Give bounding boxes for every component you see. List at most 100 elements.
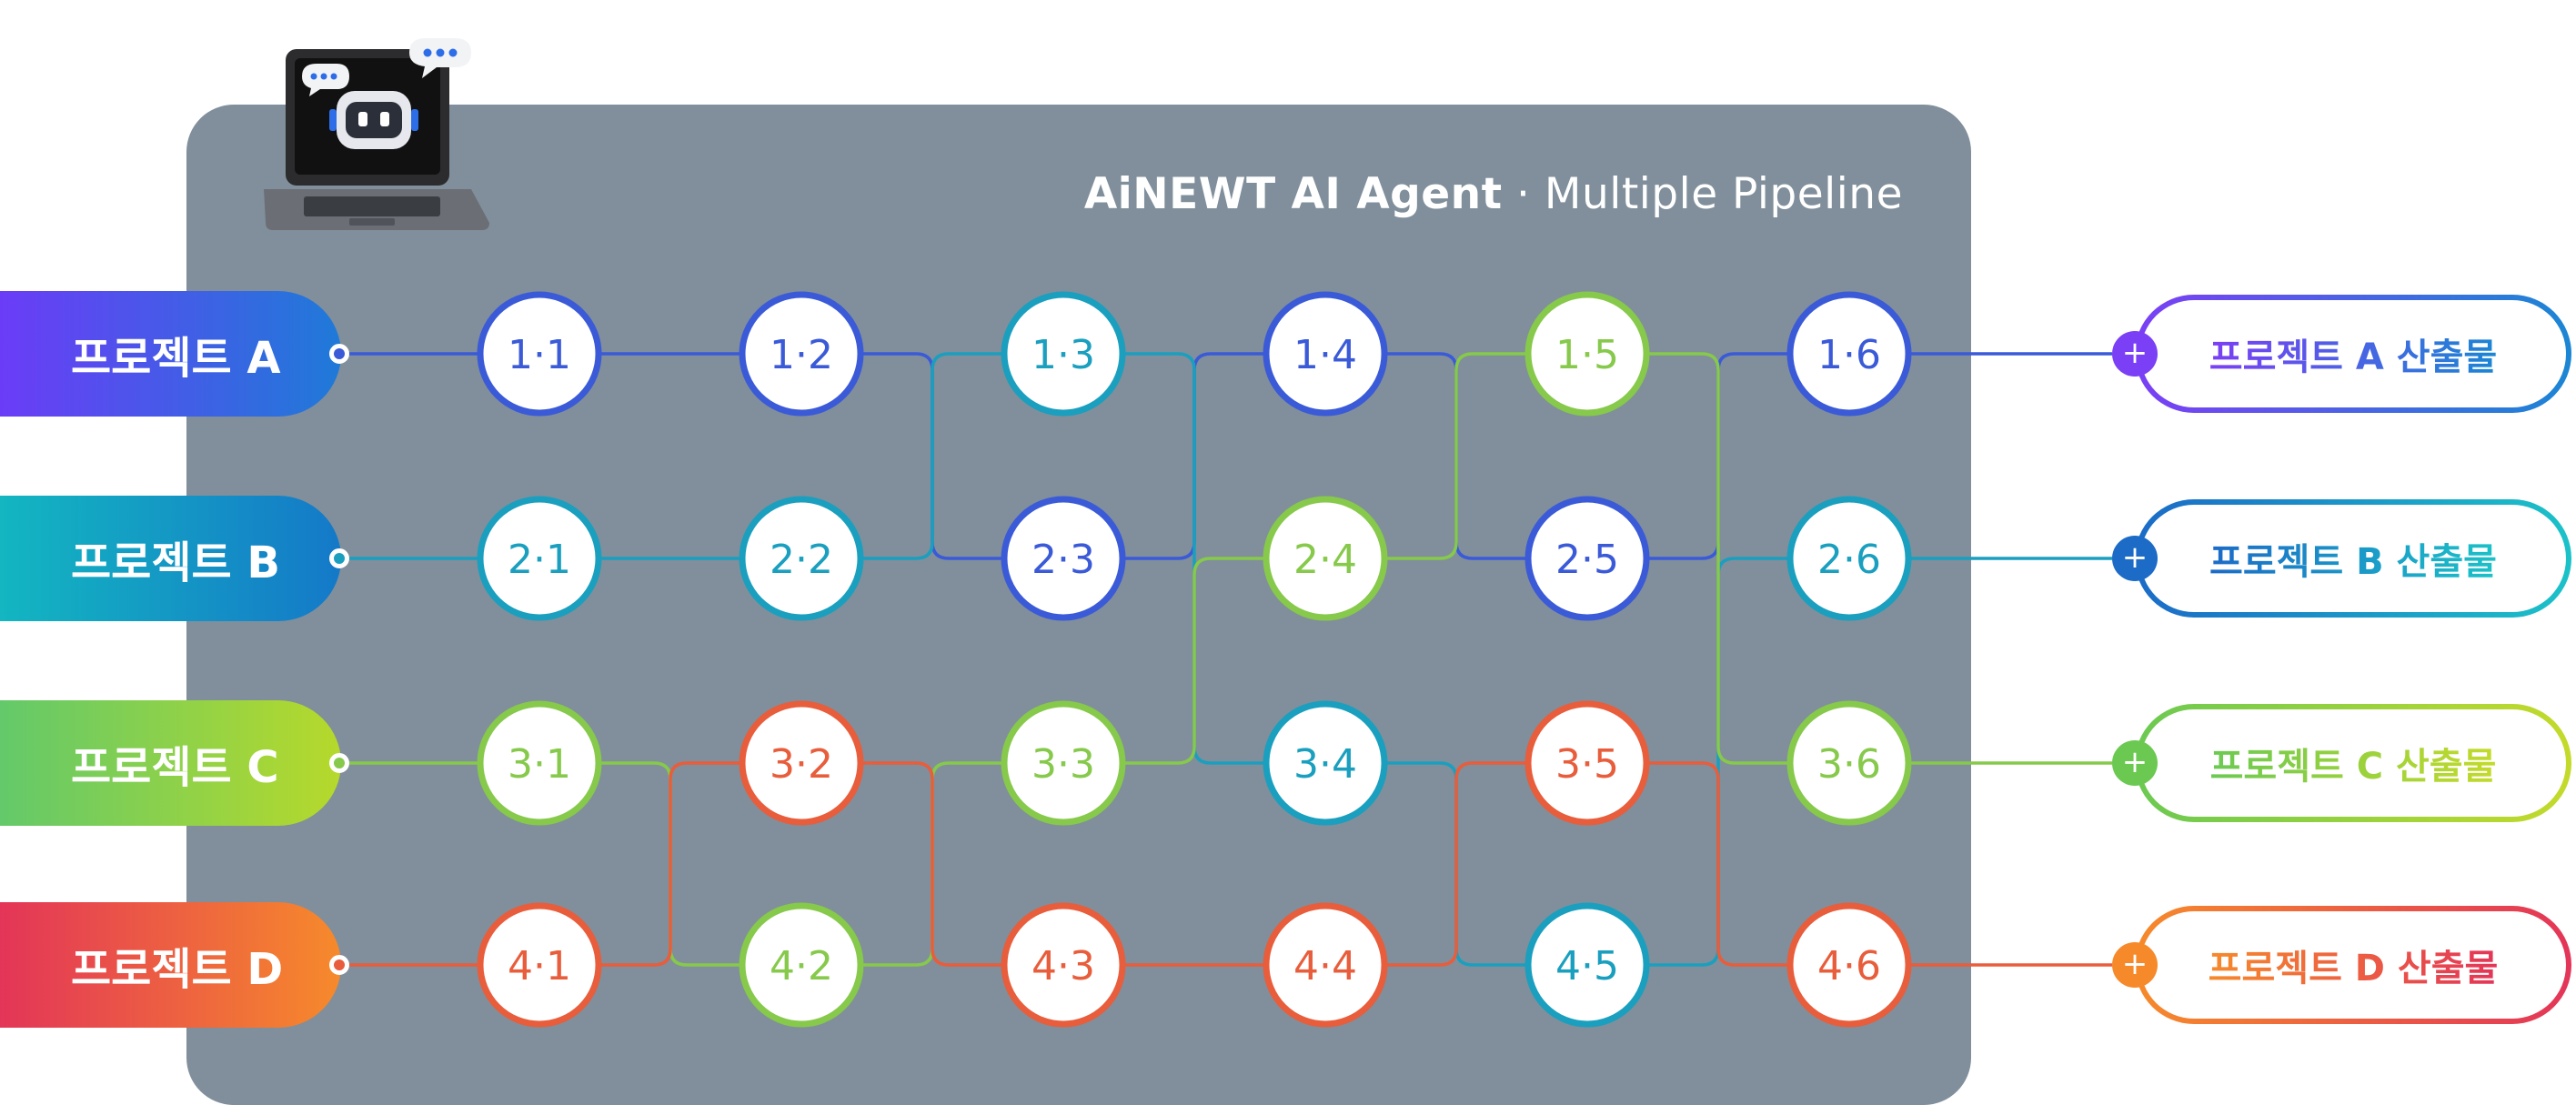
node-circle — [1001, 496, 1126, 621]
plus-icon: + — [2112, 942, 2158, 988]
title-separator: · — [1516, 169, 1531, 219]
node-label: 2·3 — [1031, 537, 1095, 583]
node-circle — [1001, 902, 1126, 1028]
output-pill-a: 프로젝트 A 산출물 — [2135, 295, 2571, 413]
node-label: 3·6 — [1817, 741, 1881, 788]
node-circle — [739, 291, 864, 417]
node-circle — [1263, 496, 1388, 621]
pipeline-line-2 — [339, 352, 2112, 967]
node-1-4: 1·4 — [1263, 291, 1388, 417]
node-3-2: 3·2 — [739, 700, 864, 826]
node-4-6: 4·6 — [1786, 902, 1912, 1028]
node-label: 3·1 — [508, 741, 571, 788]
node-1-3: 1·3 — [1001, 291, 1126, 417]
node-label: 4·4 — [1293, 943, 1357, 989]
node-label: 2·2 — [770, 537, 833, 583]
node-label: 1·6 — [1817, 332, 1881, 378]
node-label: 3·4 — [1293, 741, 1357, 788]
node-4-1: 4·1 — [477, 902, 602, 1028]
node-circle — [477, 902, 602, 1028]
project-label: 프로젝트 A — [71, 333, 281, 384]
node-label: 4·5 — [1555, 943, 1619, 989]
node-circle — [1524, 902, 1650, 1028]
project-label: 프로젝트 C — [71, 742, 279, 793]
node-circle — [739, 902, 864, 1028]
node-circle — [1524, 291, 1650, 417]
output-pill-b: 프로젝트 B 산출물 — [2135, 499, 2571, 618]
node-label: 1·1 — [508, 332, 571, 378]
node-2-6: 2·6 — [1786, 496, 1912, 621]
node-circle — [477, 496, 602, 621]
node-4-3: 4·3 — [1001, 902, 1126, 1028]
node-label: 3·3 — [1031, 741, 1095, 788]
node-4-4: 4·4 — [1263, 902, 1388, 1028]
node-label: 1·4 — [1293, 332, 1357, 378]
node-circle — [1786, 291, 1912, 417]
node-3-3: 3·3 — [1001, 700, 1126, 826]
node-label: 4·1 — [508, 943, 571, 989]
node-label: 4·6 — [1817, 943, 1881, 989]
output-label: 프로젝트 A 산출물 — [2209, 327, 2497, 380]
node-label: 2·5 — [1555, 537, 1619, 583]
output-pill-d: 프로젝트 D 산출물 — [2135, 906, 2571, 1024]
output-label: 프로젝트 D 산출물 — [2209, 939, 2499, 991]
node-circle — [1786, 700, 1912, 826]
node-3-5: 3·5 — [1524, 700, 1650, 826]
node-label: 4·3 — [1031, 943, 1095, 989]
project-label: 프로젝트 D — [71, 944, 284, 995]
node-3-4: 3·4 — [1263, 700, 1388, 826]
node-circle — [1001, 700, 1126, 826]
node-circle — [1263, 902, 1388, 1028]
brand-title: AiNEWT AI Agent — [1083, 169, 1503, 219]
node-label: 1·5 — [1555, 332, 1619, 378]
node-1-1: 1·1 — [477, 291, 602, 417]
connector-dot — [329, 548, 349, 568]
node-circle — [477, 291, 602, 417]
node-circle — [739, 700, 864, 826]
node-3-1: 3·1 — [477, 700, 602, 826]
node-label: 2·6 — [1817, 537, 1881, 583]
robot-laptop-icon — [264, 38, 489, 230]
node-label: 3·5 — [1555, 741, 1619, 788]
node-circle — [739, 496, 864, 621]
panel-title: AiNEWT AI Agent · Multiple Pipeline — [1084, 169, 1903, 219]
node-2-4: 2·4 — [1263, 496, 1388, 621]
node-label: 4·2 — [770, 943, 833, 989]
plus-icon: + — [2112, 331, 2158, 377]
node-label: 3·2 — [770, 741, 833, 788]
output-pill-c: 프로젝트 C 산출물 — [2135, 704, 2571, 822]
project-pill-b: 프로젝트 B — [0, 496, 349, 621]
node-label: 2·1 — [508, 537, 571, 583]
node-3-6: 3·6 — [1786, 700, 1912, 826]
node-1-2: 1·2 — [739, 291, 864, 417]
title-subtitle: Multiple Pipeline — [1544, 169, 1903, 219]
node-circle — [1263, 700, 1388, 826]
output-label: 프로젝트 C 산출물 — [2210, 737, 2497, 789]
node-circle — [1524, 700, 1650, 826]
node-1-6: 1·6 — [1786, 291, 1912, 417]
node-label: 1·3 — [1031, 332, 1095, 378]
node-circle — [1786, 496, 1912, 621]
plus-icon: + — [2112, 740, 2158, 786]
node-2-2: 2·2 — [739, 496, 864, 621]
output-label: 프로젝트 B 산출물 — [2209, 532, 2497, 585]
node-circle — [1263, 291, 1388, 417]
node-label: 2·4 — [1293, 537, 1357, 583]
node-circle — [1786, 902, 1912, 1028]
node-circle — [477, 700, 602, 826]
project-label: 프로젝트 B — [71, 537, 280, 588]
connector-dot — [329, 753, 349, 773]
node-2-5: 2·5 — [1524, 496, 1650, 621]
plus-icon: + — [2112, 536, 2158, 581]
pipeline-line-3 — [339, 352, 2112, 967]
node-circle — [1524, 496, 1650, 621]
node-2-3: 2·3 — [1001, 496, 1126, 621]
project-pill-d: 프로젝트 D — [0, 902, 349, 1028]
node-4-2: 4·2 — [739, 902, 864, 1028]
node-2-1: 2·1 — [477, 496, 602, 621]
connector-dot — [329, 955, 349, 975]
connector-dot — [329, 344, 349, 364]
pipeline-line-4 — [339, 761, 2112, 967]
